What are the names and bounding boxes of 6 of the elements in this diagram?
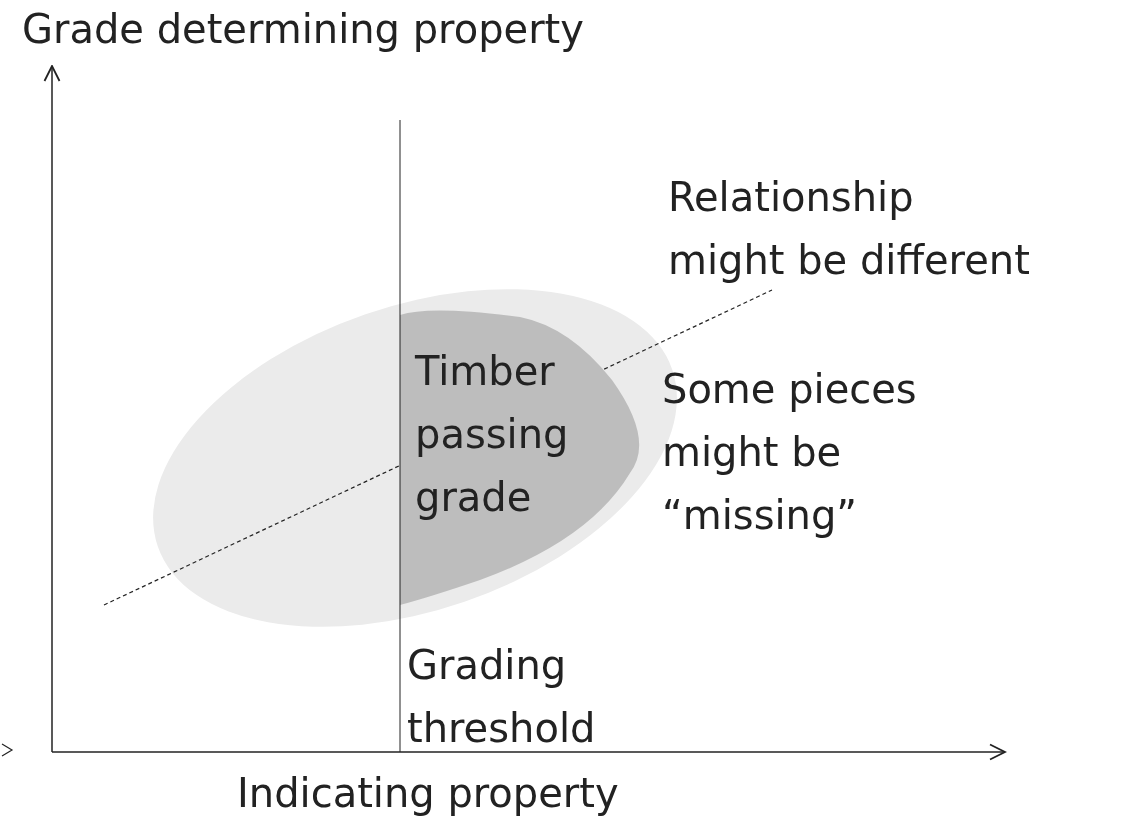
annotation: Relationship might be different bbox=[668, 173, 1030, 285]
region-label: Timber passing grade bbox=[415, 347, 569, 522]
axis-title: Grade determining property bbox=[22, 5, 584, 54]
axis-title: Indicating property bbox=[237, 769, 619, 818]
threshold-label: Grading threshold bbox=[407, 641, 596, 753]
annotation: Some pieces might be “missing” bbox=[662, 365, 917, 540]
